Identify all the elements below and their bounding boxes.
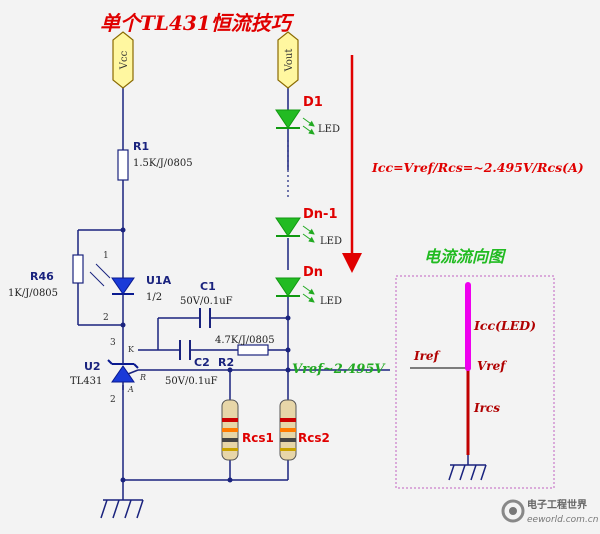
led-dn-name: Dn <box>303 265 323 280</box>
r46-name: R46 <box>30 270 54 283</box>
inset-junction <box>465 365 471 371</box>
logo-text: 电子工程世界 <box>527 498 587 511</box>
rcs2-resistor <box>279 399 297 461</box>
led-dn1-name: Dn-1 <box>303 207 338 222</box>
eeworld-logo: 电子工程世界 eeworld.com.cn <box>501 498 599 525</box>
inset-icc-label: Icc(LED) <box>473 318 536 333</box>
inset-ircs-label: Ircs <box>473 401 500 415</box>
c2-value: 50V/0.1uF <box>165 376 218 387</box>
junction-dots <box>120 227 291 483</box>
c1-name: C1 <box>200 280 216 293</box>
c1-value: 50V/0.1uF <box>180 296 233 307</box>
u2-pin-r: R <box>139 373 146 382</box>
c2-capacitor <box>179 340 191 360</box>
u2-pin3: 3 <box>110 338 116 348</box>
u2-value: TL431 <box>70 376 102 387</box>
rcs2-label: Rcs2 <box>298 431 330 445</box>
ground-symbol <box>100 499 144 519</box>
r46-resistor <box>72 254 84 284</box>
r1-resistor <box>117 149 129 181</box>
u1a-name: U1A <box>146 274 172 287</box>
vcc-port: Vcc <box>112 31 134 89</box>
u1a-value: 1/2 <box>146 292 162 303</box>
inset-ground-symbol <box>448 464 487 481</box>
c1-capacitor <box>199 308 211 328</box>
inset-frame <box>395 275 555 489</box>
u2-tl431 <box>107 355 139 390</box>
u1a-led <box>89 263 135 295</box>
rcs1-resistor <box>221 399 239 461</box>
u1a-pin2: 2 <box>103 313 109 323</box>
c2-name: C2 <box>194 356 210 369</box>
r46-value: 1K/J/0805 <box>8 288 58 299</box>
r2-name: R2 <box>218 356 234 369</box>
vout-port: Vout <box>277 31 299 89</box>
u2-pin-k: K <box>128 345 135 354</box>
inset-vref-label: Vref <box>477 359 507 373</box>
led-dn-label: LED <box>320 296 342 307</box>
vcc-label: Vcc <box>119 50 130 70</box>
u2-name: U2 <box>84 360 101 373</box>
vout-label: Vout <box>284 49 295 73</box>
wires <box>77 85 390 500</box>
logo-site: eeworld.com.cn <box>527 515 599 525</box>
inset-iref-label: Iref <box>413 349 441 363</box>
led-dn1 <box>275 217 315 243</box>
u1a-pin1: 1 <box>103 251 109 261</box>
r2-resistor <box>237 344 269 356</box>
led-d1 <box>275 109 315 135</box>
rcs1-label: Rcs1 <box>242 431 274 445</box>
led-d1-label: LED <box>318 124 340 135</box>
diagram-title: 单个TL431恒流技巧 <box>100 11 295 35</box>
vref-label: Vref~2.495V <box>292 362 386 377</box>
u2-pin2: 2 <box>110 395 116 405</box>
led-d1-name: D1 <box>303 95 323 110</box>
r1-name: R1 <box>133 140 149 153</box>
led-dn1-label: LED <box>320 236 342 247</box>
r1-value: 1.5K/J/0805 <box>133 158 193 169</box>
led-dn <box>275 277 315 303</box>
u2-pin-a: A <box>127 385 134 394</box>
r2-value: 4.7K/J/0805 <box>215 335 275 346</box>
formula-text: Icc=Vref/Rcs=~2.495V/Rcs(A) <box>371 160 584 175</box>
inset-title: 电流流向图 <box>424 247 507 266</box>
